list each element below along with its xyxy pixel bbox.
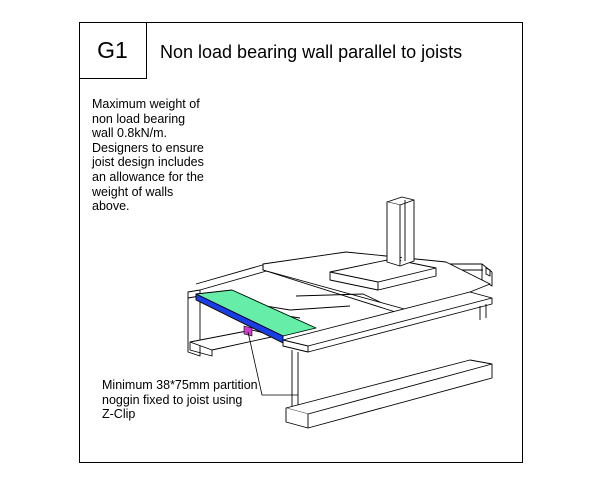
noggin-callout: Minimum 38*75mm partition noggin fixed t… <box>102 378 292 422</box>
z-clip <box>243 325 253 337</box>
callout-line: Minimum 38*75mm partition <box>102 378 258 392</box>
note-line: weight of walls <box>92 184 174 199</box>
note-line: Designers to ensure <box>92 140 204 155</box>
callout-line: Z-Clip <box>102 407 136 422</box>
note-line: joist design includes <box>92 155 204 170</box>
detail-title: Non load bearing wall parallel to joists <box>160 42 463 62</box>
note-line: an allowance for the <box>92 169 204 184</box>
callout-leader <box>247 331 298 396</box>
partition-noggin <box>195 289 317 344</box>
note-line: non load bearing <box>92 111 186 126</box>
note-line: above. <box>92 199 130 214</box>
detail-code: G1 <box>79 22 147 79</box>
design-note: Maximum weight of non load bearing wall … <box>92 97 222 214</box>
note-line: wall 0.8kN/m. <box>92 126 168 141</box>
sole-plate <box>329 258 437 291</box>
note-line: Maximum weight of <box>92 97 200 111</box>
wall-stud <box>386 196 415 267</box>
drawing-frame <box>79 22 523 463</box>
callout-line: noggin fixed to joist using <box>102 392 243 407</box>
front-joist <box>282 291 493 429</box>
